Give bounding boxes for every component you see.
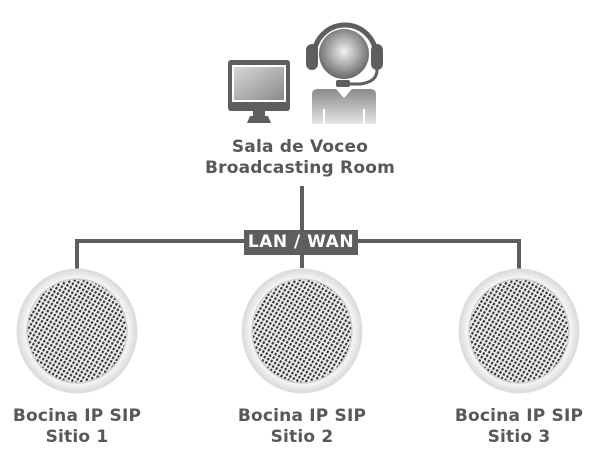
network-label: LAN / WAN xyxy=(244,230,358,255)
speaker-2-line2: Sitio 2 xyxy=(270,427,334,447)
broadcast-room-label-line1: Sala de Voceo xyxy=(231,137,369,157)
speaker-3-line1: Bocina IP SIP xyxy=(454,406,584,426)
speaker-1-line2: Sitio 1 xyxy=(45,427,109,447)
connector-speaker-3 xyxy=(517,239,521,269)
speaker-2-label: Bocina IP SIP Sitio 2 xyxy=(225,406,379,448)
speaker-3-label: Bocina IP SIP Sitio 3 xyxy=(442,406,596,448)
speaker-2-line1: Bocina IP SIP xyxy=(237,406,367,426)
ceiling-speaker-icon xyxy=(458,268,580,394)
speaker-1-label: Bocina IP SIP Sitio 1 xyxy=(0,406,154,448)
connector-speaker-1 xyxy=(75,239,79,269)
monitor-icon xyxy=(228,60,290,123)
ceiling-speaker-icon xyxy=(16,268,138,394)
operator-headset-icon xyxy=(306,22,383,124)
ceiling-speaker-icon xyxy=(241,268,363,394)
speaker-1-line1: Bocina IP SIP xyxy=(12,406,142,426)
broadcast-room-label-line2: Broadcasting Room xyxy=(204,158,396,178)
speaker-3-line2: Sitio 3 xyxy=(487,427,551,447)
connector-room-to-network xyxy=(300,186,304,268)
broadcast-room-label: Sala de Voceo Broadcasting Room xyxy=(180,137,420,179)
